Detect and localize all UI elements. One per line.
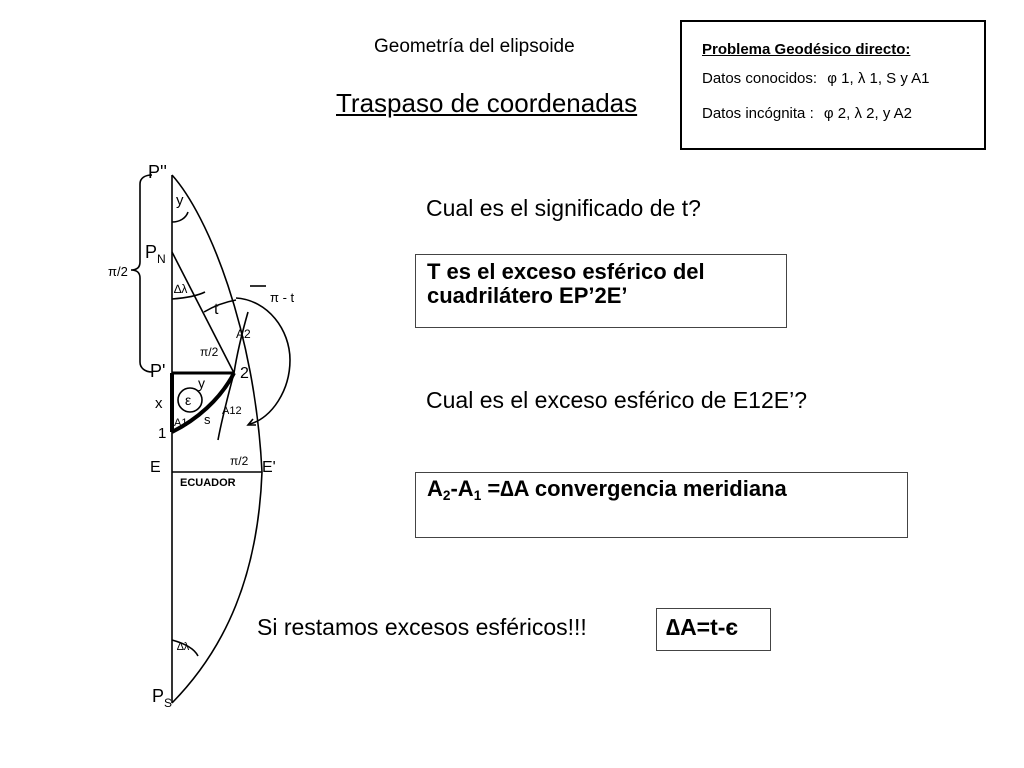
data-box-heading: Problema Geodésico directo: xyxy=(702,41,911,58)
label-a2: A2 xyxy=(236,327,251,341)
arc-t xyxy=(203,299,237,313)
label-s: s xyxy=(204,412,211,427)
label-p-double: P'' xyxy=(148,162,167,182)
known-data: Datos conocidos: φ 1, λ 1, S y A1 xyxy=(702,70,930,87)
page-title: Traspaso de coordenadas xyxy=(336,88,638,118)
pn-to-2-line xyxy=(171,251,235,374)
known-label: Datos conocidos: xyxy=(702,70,818,87)
label-pi-half: π/2 xyxy=(108,264,128,279)
label-x: x xyxy=(155,395,163,412)
answer-sub-2: 2 xyxy=(442,488,451,504)
arc-delta-top xyxy=(171,291,206,300)
geodesic-line xyxy=(171,372,236,434)
label-e-prime: E' xyxy=(262,459,276,476)
label-y-top: y xyxy=(176,192,184,209)
label-pi-half-eq: π/2 xyxy=(230,454,249,468)
arc-y-top xyxy=(171,211,189,223)
label-point-2: 2 xyxy=(240,365,249,382)
label-e: E xyxy=(150,459,161,476)
label-p-prime: P' xyxy=(150,361,165,381)
answer-a-text: A xyxy=(427,476,443,501)
unknown-label: Datos incógnita : xyxy=(702,105,814,122)
answer-convergence: =∆A convergencia meridiana xyxy=(481,476,787,501)
label-ecuador: ECUADOR xyxy=(180,477,236,489)
label-delta-top: ∆λ xyxy=(174,282,187,296)
answer-t-box: T es el exceso esférico del cuadrilátero… xyxy=(415,254,787,328)
label-delta-bottom: ∆λ xyxy=(177,641,190,653)
label-a1: A1 xyxy=(174,417,187,429)
label-t: t xyxy=(214,301,219,318)
arc-delta-bottom xyxy=(171,639,199,657)
label-p-s: P xyxy=(152,686,164,706)
answer-excess-box: A2-A1 =∆A convergencia meridiana xyxy=(415,472,908,538)
arc-pi-minus-t xyxy=(235,297,291,425)
question-subtract: Si restamos excesos esféricos!!! xyxy=(257,614,587,640)
delta-a-box: ∆A=t-є xyxy=(656,608,771,651)
question-t: Cual es el significado de t? xyxy=(426,195,701,221)
label-pi-half-inner: π/2 xyxy=(200,345,219,359)
subtitle: Geometría del elipsoide xyxy=(374,36,575,57)
unknown-values: φ 2, λ 2, y A2 xyxy=(823,105,913,122)
epsilon-circle xyxy=(177,387,203,413)
data-box: Problema Geodésico directo: Datos conoci… xyxy=(680,20,986,150)
answer-sub-1: 1 xyxy=(473,488,482,504)
label-p-s-sub: S xyxy=(164,696,172,710)
label-epsilon: ε xyxy=(185,392,191,408)
known-values: φ 1, λ 1, S y A1 xyxy=(827,70,930,87)
answer-minus-a: -A xyxy=(450,476,474,501)
label-pi-minus-t: π - t xyxy=(270,290,295,305)
label-p-n: P xyxy=(145,242,157,262)
brace xyxy=(130,174,153,373)
unknown-data: Datos incógnita : φ 2, λ 2, y A2 xyxy=(702,105,912,122)
label-y-mid: y xyxy=(198,375,205,391)
label-point-1: 1 xyxy=(158,425,166,442)
label-p-n-sub: N xyxy=(157,252,166,266)
label-a12: A12 xyxy=(222,405,242,417)
outer-meridian xyxy=(171,174,263,704)
question-excess: Cual es el exceso esférico de E12E’? xyxy=(426,387,807,413)
arrow-head xyxy=(246,418,256,426)
